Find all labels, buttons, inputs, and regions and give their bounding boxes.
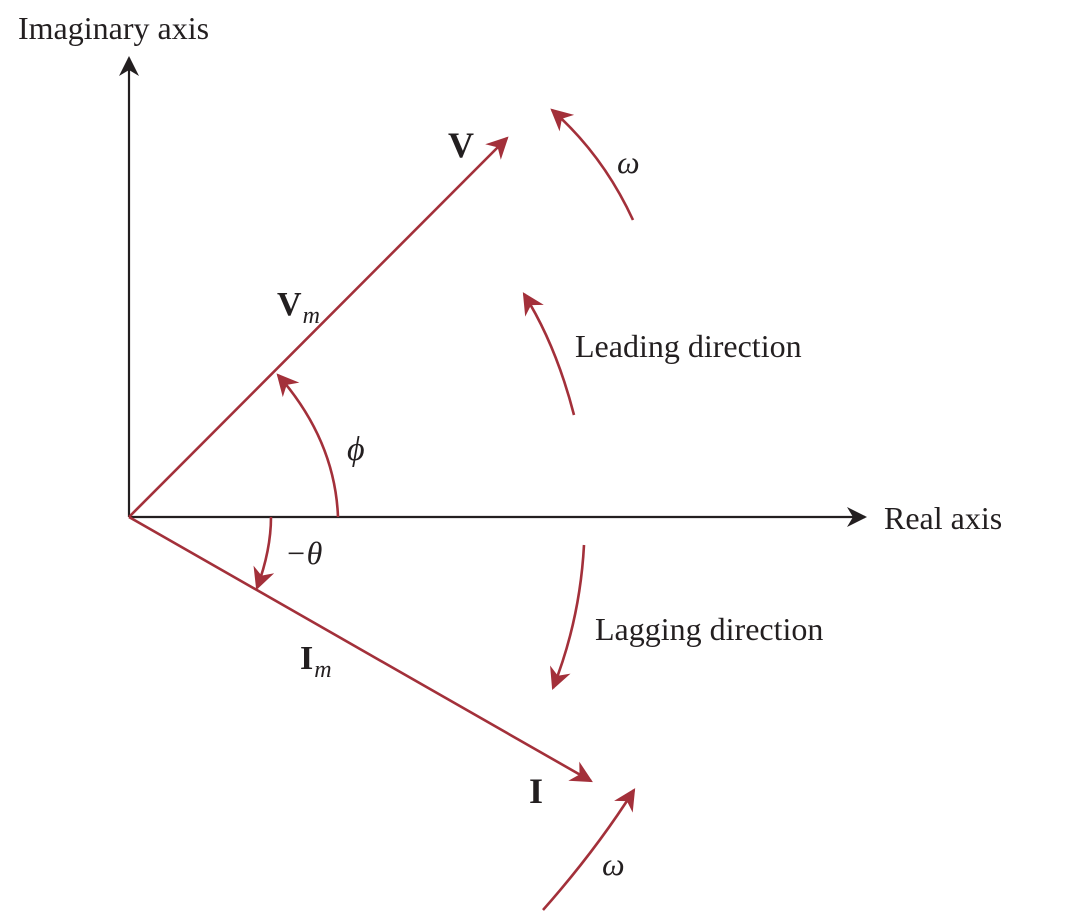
voltage-phasor [128,136,509,518]
theta-angle-arc [253,516,275,591]
voltage-magnitude-symbol: V [277,286,302,323]
leading-direction-arrow [522,292,576,416]
phi-angle-arc [276,373,340,518]
imaginary-axis-label: Imaginary axis [18,10,210,46]
lagging-direction-label: Lagging direction [595,611,824,647]
real-axis-label: Real axis [884,500,1003,536]
phi-angle-label: ϕ [347,431,365,468]
leading-direction-label: Leading direction [575,328,802,364]
current-magnitude-subscript: m [314,657,332,683]
voltage-magnitude-label: Vm [277,286,320,329]
lagging-direction-arrow [550,544,586,691]
omega-arrow-top [550,108,635,221]
omega-label-top: ω [617,144,640,180]
current-magnitude-label: Im [300,640,332,683]
voltage-phasor-label: V [448,125,474,165]
voltage-magnitude-subscript: m [302,303,320,329]
theta-angle-label: −θ [285,535,323,571]
omega-arrow-bottom [542,788,636,911]
current-magnitude-symbol: I [300,640,314,677]
current-phasor [128,515,593,783]
omega-label-bottom: ω [602,846,625,882]
current-phasor-label: I [529,771,544,811]
